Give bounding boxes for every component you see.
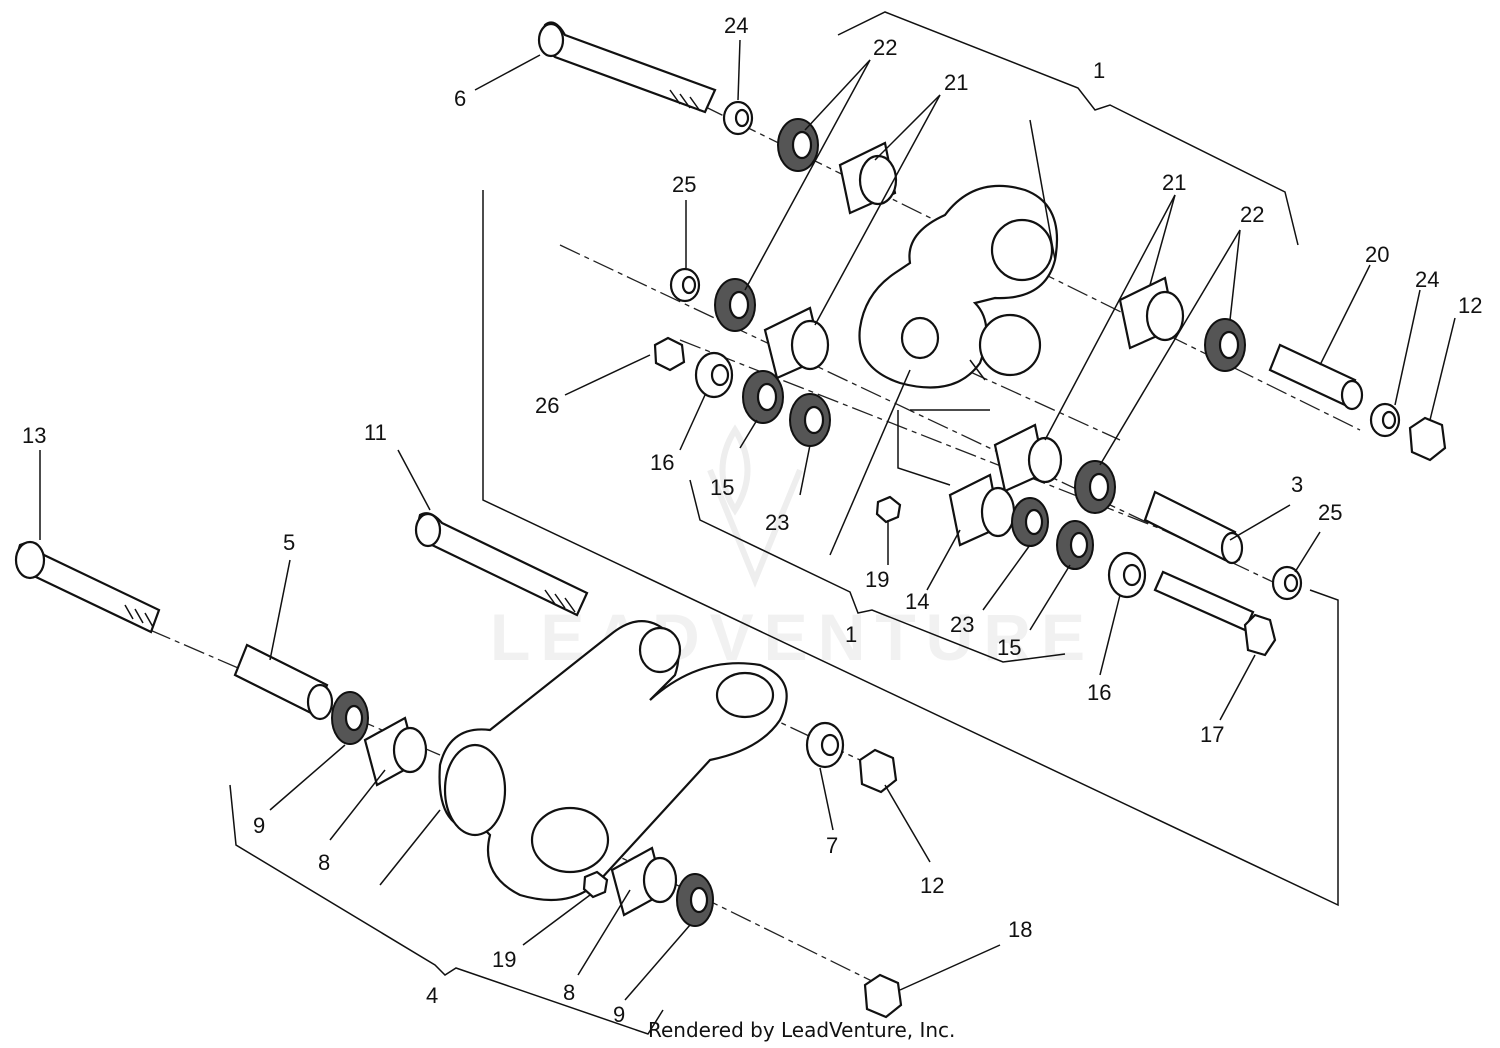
callout-24-right: 24: [1415, 267, 1439, 292]
seals: [331, 118, 1246, 927]
credit-text: Rendered by LeadVenture, Inc.: [648, 1018, 956, 1042]
rocker-arm-upper: [858, 184, 1059, 389]
group-brackets: [229, 11, 1339, 1035]
callout-8-left: 8: [318, 850, 330, 875]
callout-19-lower: 19: [492, 947, 516, 972]
callout-9-lower: 9: [613, 1002, 625, 1027]
callout-4: 4: [426, 983, 438, 1008]
callout-21-right: 21: [1162, 170, 1186, 195]
callout-5: 5: [283, 530, 295, 555]
callout-23-left: 23: [765, 510, 789, 535]
bolts: [14, 21, 1277, 657]
callout-11: 11: [364, 420, 387, 445]
callout-16-right: 16: [1087, 680, 1111, 705]
callout-15-left: 15: [710, 475, 734, 500]
callout-26: 26: [535, 393, 559, 418]
callout-1-top: 1: [1093, 58, 1105, 83]
sleeves: [233, 141, 1364, 917]
callout-18: 18: [1008, 917, 1032, 942]
callout-16-left: 16: [650, 450, 674, 475]
callouts: 1 6 24 22 21 25 21 22 20 24 12 26 16 15 …: [22, 13, 1482, 1027]
link-arm-lower: [438, 620, 788, 902]
callout-9-left: 9: [253, 813, 265, 838]
callout-3: 3: [1291, 472, 1303, 497]
callout-24-top: 24: [724, 13, 748, 38]
small-parts: [582, 100, 1447, 1019]
callout-22-right: 22: [1240, 202, 1264, 227]
callout-6: 6: [454, 86, 466, 111]
callout-23-right: 23: [950, 612, 974, 637]
callout-13: 13: [22, 423, 46, 448]
callout-20: 20: [1365, 242, 1389, 267]
callout-25-right: 25: [1318, 500, 1342, 525]
callout-19-upper: 19: [865, 567, 889, 592]
callout-25-top: 25: [672, 172, 696, 197]
callout-17: 17: [1200, 722, 1224, 747]
callout-8-lower: 8: [563, 980, 575, 1005]
callout-12-right: 12: [1458, 293, 1482, 318]
callout-12-lower: 12: [920, 873, 944, 898]
callout-7: 7: [826, 833, 838, 858]
callout-15-right: 15: [997, 635, 1021, 660]
callout-1-mid: 1: [845, 622, 857, 647]
callout-22-top: 22: [873, 35, 897, 60]
leader-lines: [39, 39, 1456, 1001]
callout-21-top: 21: [944, 70, 968, 95]
callout-14: 14: [905, 589, 929, 614]
